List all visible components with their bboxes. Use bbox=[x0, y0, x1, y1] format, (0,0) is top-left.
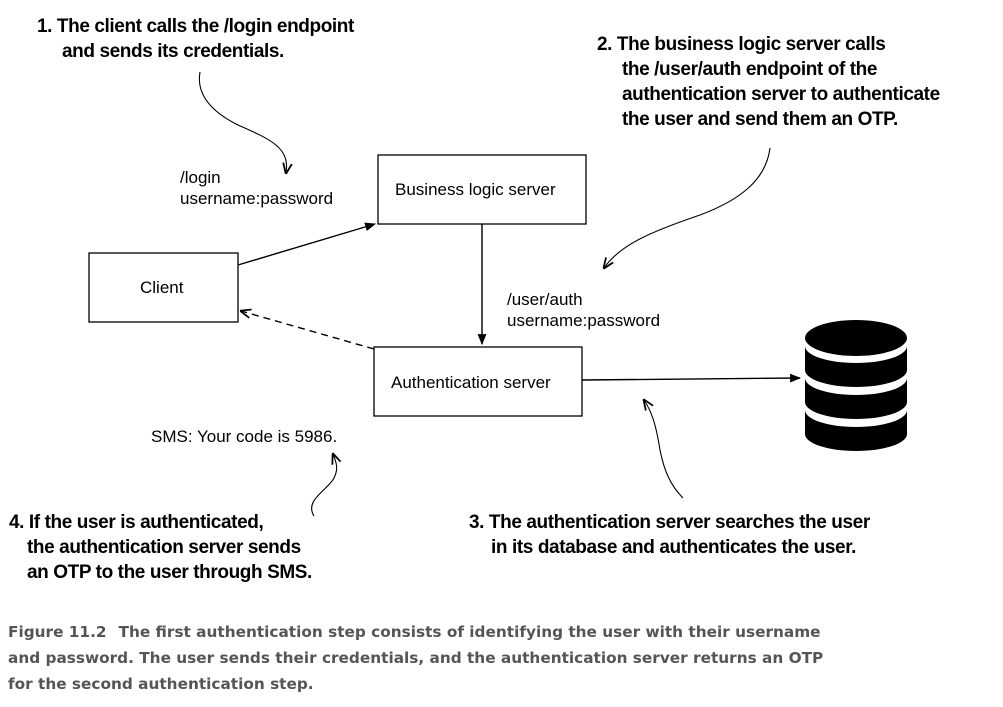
business-logic-server-box bbox=[377, 154, 587, 225]
sms-label: SMS: Your code is 5986. bbox=[151, 427, 338, 446]
step2-annotation: 2. The business logic server calls the /… bbox=[597, 34, 940, 130]
step4-annotation: 4. If the user is authenticated, the aut… bbox=[9, 512, 312, 583]
step2-pointer bbox=[604, 147, 771, 268]
client-box bbox=[88, 252, 239, 323]
step1-annotation: 1. The client calls the /login endpoint … bbox=[37, 16, 354, 62]
auth-to-client-dashed-arrow bbox=[241, 311, 375, 350]
step1-pointer bbox=[198, 71, 286, 173]
auth-to-database-arrow bbox=[581, 373, 802, 383]
authentication-server-box bbox=[373, 346, 583, 417]
user-auth-edge-label: /user/auth username:password bbox=[507, 290, 661, 330]
authentication-server-label: Authentication server bbox=[391, 373, 551, 392]
business-logic-server-label: Business logic server bbox=[395, 180, 556, 199]
client-label: Client bbox=[140, 278, 184, 297]
step3-pointer bbox=[644, 400, 684, 499]
client-to-business-arrow bbox=[237, 222, 377, 266]
step4-pointer bbox=[311, 454, 337, 517]
login-edge-label: /login username:password bbox=[180, 168, 334, 208]
figure-number: Figure 11.2 bbox=[8, 623, 107, 641]
database-icon bbox=[805, 320, 907, 451]
step3-annotation: 3. The authentication server searches th… bbox=[469, 512, 870, 558]
